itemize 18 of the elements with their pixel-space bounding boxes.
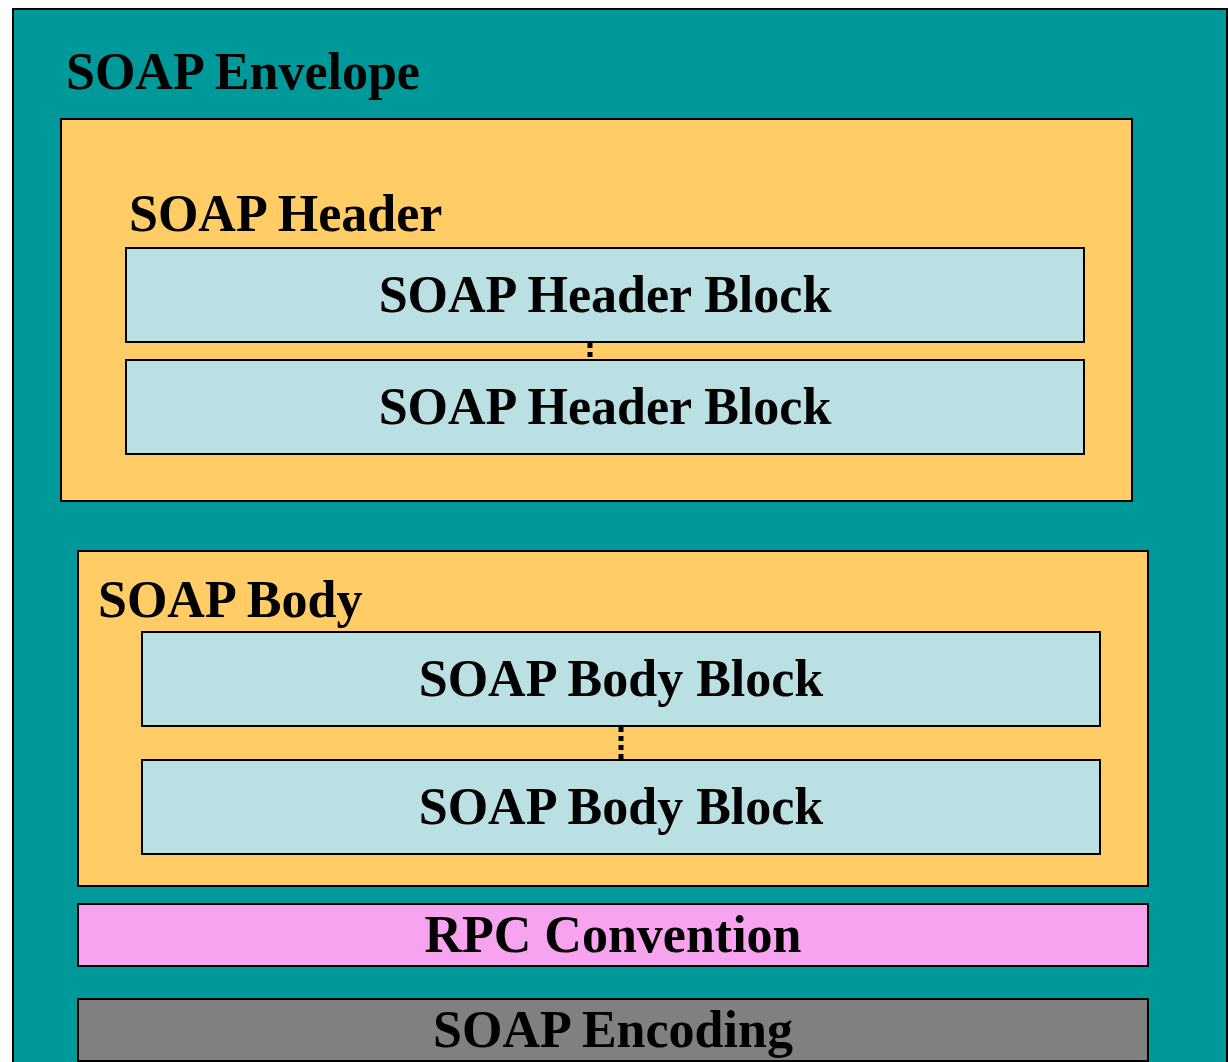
block-box bbox=[125, 247, 1085, 343]
block-box bbox=[141, 759, 1101, 855]
block-box bbox=[125, 359, 1085, 455]
section-panel bbox=[77, 550, 1149, 887]
convention-bar bbox=[77, 903, 1149, 967]
block-label: RPC Convention bbox=[424, 909, 802, 961]
envelope-panel bbox=[12, 8, 1228, 1062]
section-title: SOAP Body bbox=[98, 574, 363, 626]
section-title: SOAP Header bbox=[129, 188, 443, 240]
section-title: SOAP Envelope bbox=[66, 46, 420, 98]
block-label: SOAP Encoding bbox=[433, 1004, 793, 1056]
block-label: SOAP Header Block bbox=[378, 269, 832, 321]
block-label: SOAP Body Block bbox=[418, 781, 824, 833]
section-panel bbox=[60, 118, 1133, 502]
block-label: SOAP Header Block bbox=[378, 381, 832, 433]
block-box bbox=[141, 631, 1101, 727]
encoding-bar bbox=[77, 998, 1149, 1062]
block-label: SOAP Body Block bbox=[418, 653, 824, 705]
